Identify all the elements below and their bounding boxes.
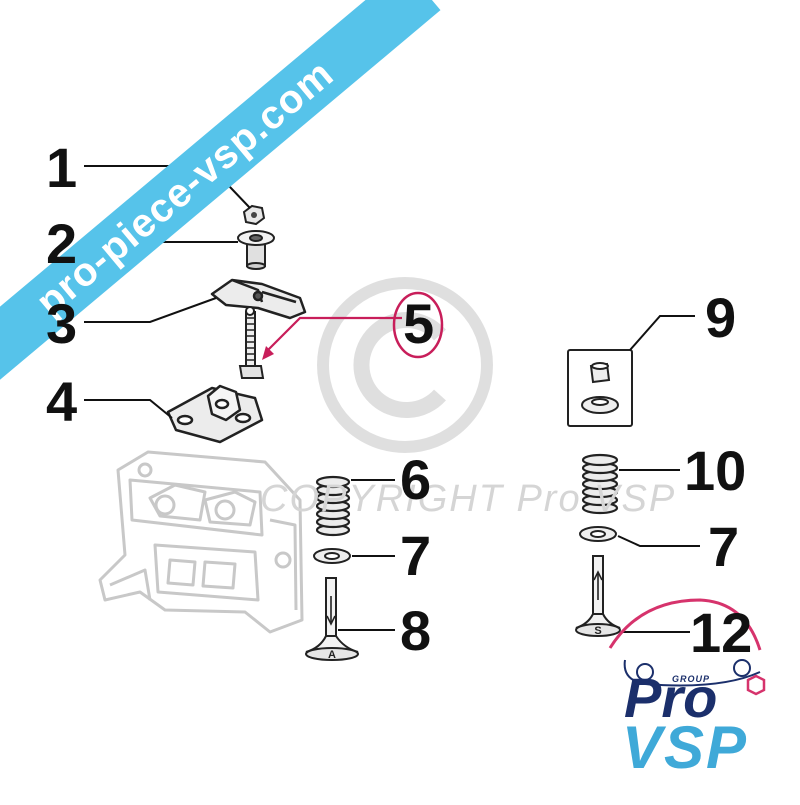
leader-5-highlight	[262, 291, 444, 360]
callout-3: 3	[46, 292, 78, 355]
callout-7-left: 7	[400, 524, 432, 587]
part-6-valve-spring	[315, 475, 351, 537]
intake-valve-mark: S	[594, 625, 601, 637]
pro-vsp-hex-icon	[746, 674, 766, 696]
part-9-seal-kit	[567, 349, 633, 427]
callout-4: 4	[46, 370, 78, 433]
part-10-valve-spring	[581, 453, 619, 515]
part-12-intake-valve	[575, 555, 621, 637]
part-7-washer-left	[313, 548, 351, 564]
part-3-rocker-arm	[210, 278, 307, 320]
callout-8: 8	[400, 599, 432, 662]
exhaust-valve-mark: A	[328, 649, 336, 661]
leader-4	[84, 399, 173, 419]
callout-9: 9	[705, 286, 737, 349]
callout-1: 1	[46, 136, 78, 199]
cylinder-head-drawing	[98, 450, 304, 634]
part-7-washer-right	[579, 526, 617, 542]
part-1-nut	[242, 204, 266, 226]
callout-6: 6	[400, 448, 432, 511]
callout-5: 5	[403, 292, 435, 355]
part-2-bush	[237, 230, 275, 270]
part-8-exhaust-valve	[305, 577, 359, 661]
callout-10: 10	[684, 439, 747, 502]
leader-7b	[617, 535, 700, 547]
logo-pro: Pro	[624, 666, 718, 729]
callout-7-right: 7	[708, 515, 740, 578]
leader-3	[84, 297, 217, 323]
part-4-rocker-bracket	[166, 384, 264, 444]
callout-12: 12	[690, 601, 753, 664]
copyright-watermark	[317, 277, 493, 453]
logo-vsp: VSP	[622, 714, 749, 781]
part-5-stud	[238, 306, 265, 379]
logo-group-label: GROUP	[672, 674, 711, 684]
pro-vsp-car-outline	[608, 598, 762, 687]
callout-2: 2	[46, 212, 78, 275]
leader-9	[629, 315, 695, 351]
copyright-watermark-text: COPYRIGHT Pro VSP	[260, 478, 677, 520]
